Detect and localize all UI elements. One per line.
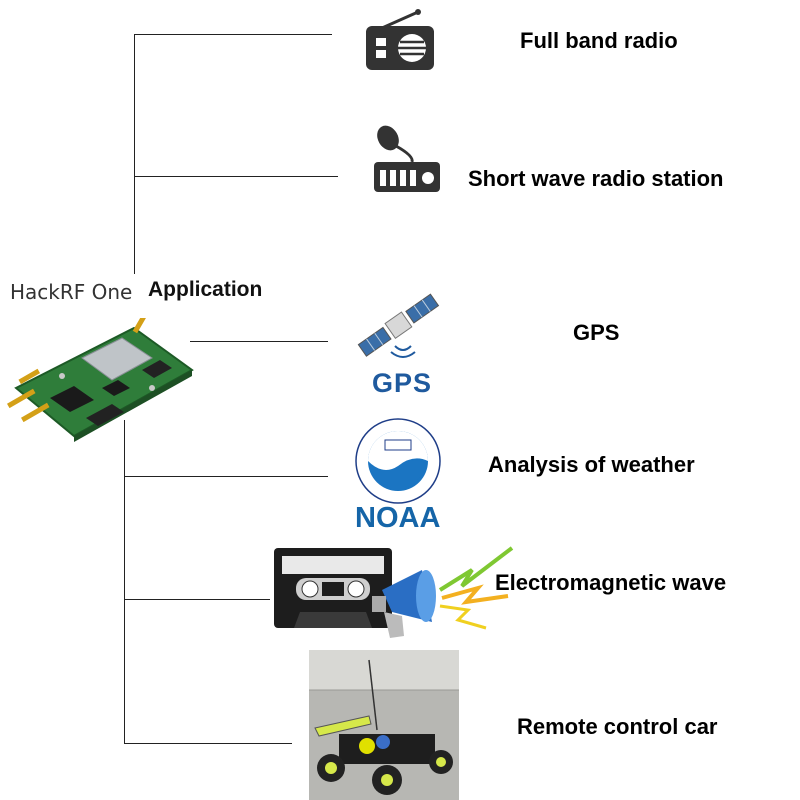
branch-line-full-band-radio	[134, 34, 332, 35]
label-full-band-radio: Full band radio	[520, 28, 678, 53]
device-name-label: HackRF One	[10, 280, 133, 304]
application-title: Application	[148, 278, 263, 301]
branch-line-short-wave	[134, 176, 338, 177]
radio-icon	[366, 9, 434, 70]
label-short-wave-radio-station: Short wave radio station	[468, 166, 724, 191]
branch-line-gps	[190, 341, 328, 342]
label-remote-control-car: Remote control car	[517, 714, 718, 739]
label-gps: GPS	[573, 320, 620, 345]
branch-line-rc-car	[124, 743, 292, 744]
cassette-megaphone-icon	[274, 546, 514, 638]
hackrf-board-icon	[7, 318, 194, 442]
satellite-icon	[357, 293, 440, 358]
label-electromagnetic-wave: Electromagnetic wave	[495, 570, 727, 595]
gps-logo-text: GPS	[372, 368, 433, 398]
branch-line-weather	[124, 476, 328, 477]
transceiver-icon	[374, 125, 440, 192]
noaa-logo	[355, 418, 441, 504]
tree-trunk-upper	[134, 34, 135, 274]
branch-line-electromagnetic	[124, 599, 270, 600]
label-analysis-of-weather: Analysis of weather	[488, 452, 695, 477]
noaa-logo-text: NOAA	[355, 502, 441, 534]
tree-trunk-lower	[124, 420, 125, 743]
rc-car-photo	[309, 650, 459, 800]
